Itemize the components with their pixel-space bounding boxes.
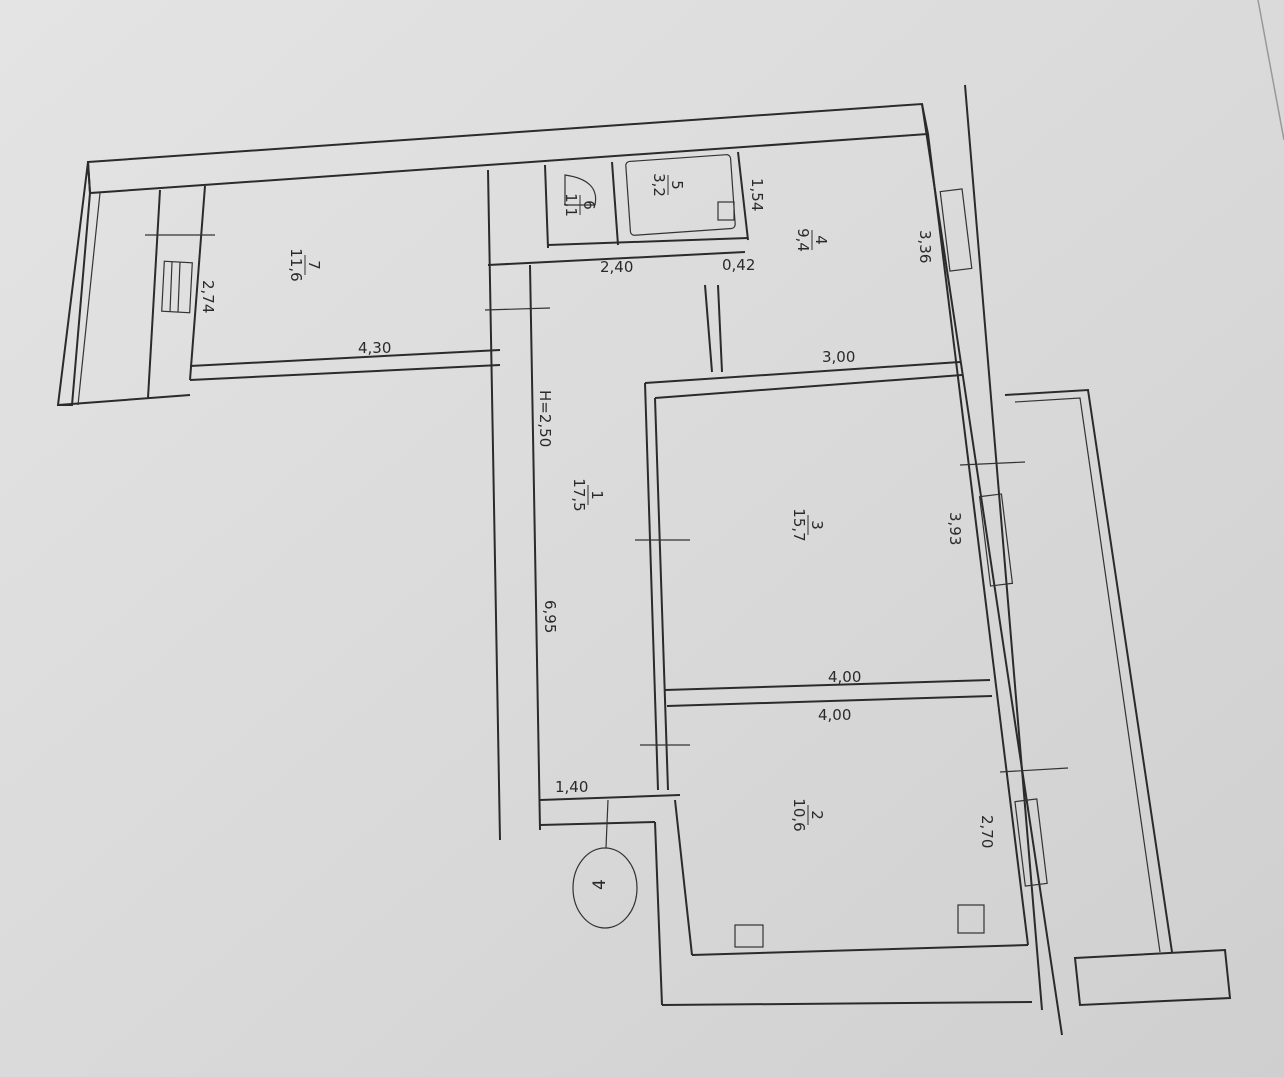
- window-right-3: [1014, 798, 1048, 887]
- dim-4-00-lower: 4,00: [818, 706, 851, 724]
- room3-bottom: [664, 679, 991, 691]
- toilet: [564, 174, 597, 206]
- window-right-1: [939, 188, 973, 272]
- dim-2-74: 2,74: [199, 280, 217, 313]
- window-left-line: [169, 261, 173, 313]
- outer-bottom: [661, 1001, 1033, 1006]
- svg-text:9,4: 9,4: [794, 228, 812, 252]
- socket-symbol: [734, 924, 764, 948]
- right-wall-mid: [964, 84, 1043, 1011]
- room3-left-wall-inner: [654, 397, 669, 791]
- kitchen-bottom-inner: [654, 374, 963, 399]
- right-outer-wall: [921, 103, 1063, 1036]
- dim-0-42: 0,42: [722, 256, 755, 274]
- dim-4-30: 4,30: [358, 339, 391, 357]
- entrance-wall-inner: [539, 821, 656, 826]
- balcony-inner: [1014, 397, 1161, 953]
- room-2-label: 2 10,6: [790, 798, 826, 831]
- bathtub: [625, 154, 736, 236]
- corridor-left-wall-inner: [529, 264, 541, 831]
- entrance-wall: [539, 794, 681, 801]
- bath-bottom: [547, 237, 749, 246]
- room7-wall-left: [147, 189, 161, 399]
- svg-text:17,5: 17,5: [570, 478, 588, 511]
- svg-text:1: 1: [588, 490, 606, 500]
- room2-left-wall: [674, 799, 693, 956]
- svg-text:1,1: 1,1: [562, 193, 580, 217]
- entrance-marker: 4: [590, 879, 610, 890]
- socket-symbol: [957, 904, 985, 934]
- dim-height: H=2,50: [536, 390, 554, 447]
- dim-6-95: 6,95: [541, 600, 559, 633]
- door-tick: [999, 767, 1069, 773]
- svg-text:4: 4: [812, 235, 830, 245]
- window-left-line2: [177, 261, 181, 313]
- svg-text:15,7: 15,7: [790, 508, 808, 541]
- door-tick: [484, 307, 551, 311]
- svg-text:11,6: 11,6: [287, 248, 305, 281]
- outer-bottom-left: [654, 821, 663, 1006]
- door-tick: [959, 461, 1026, 466]
- kitchen-divider: [704, 284, 713, 373]
- bath-right-wall: [737, 151, 749, 241]
- room-3-label: 3 15,7: [790, 508, 826, 541]
- balcony-slab: [1073, 948, 1232, 1007]
- room7-wall-left-inner: [189, 185, 206, 381]
- wc-wall: [544, 164, 549, 249]
- entrance-circle: [572, 847, 638, 929]
- dim-2-40-top: 2,40: [600, 258, 633, 276]
- room-5-label: 5 3,2: [650, 173, 686, 197]
- window-right-2: [978, 493, 1014, 587]
- room2-bottom: [691, 944, 1029, 956]
- svg-text:2: 2: [808, 810, 826, 820]
- room-6-label: 6 1,1: [562, 193, 598, 217]
- dim-1-54: 1,54: [748, 178, 766, 211]
- left-wing-wall: [56, 161, 92, 406]
- socket-symbol: [717, 201, 735, 221]
- room7-wall-bottom-inner: [189, 364, 501, 381]
- room-4-label: 4 9,4: [794, 228, 830, 252]
- room3-bottom-inner: [666, 695, 993, 707]
- right-inner-wall: [927, 133, 1029, 946]
- kitchen-divider-inner: [717, 284, 723, 373]
- dim-1-40: 1,40: [555, 778, 588, 796]
- svg-text:5: 5: [668, 180, 686, 190]
- svg-text:3,2: 3,2: [650, 173, 668, 197]
- wc-bath-divider: [611, 161, 619, 246]
- corridor-top: [487, 251, 746, 266]
- left-wing-inner-line: [77, 192, 101, 406]
- svg-text:7: 7: [305, 260, 323, 270]
- sheet-edge: [1257, 0, 1284, 141]
- dim-3-00: 3,00: [822, 348, 855, 366]
- left-wing-bottom: [57, 394, 191, 406]
- dim-3-93: 3,93: [946, 512, 964, 545]
- kitchen-bottom: [644, 361, 961, 384]
- room-7-label: 7 11,6: [287, 248, 323, 281]
- dim-3-36: 3,36: [916, 230, 934, 263]
- svg-text:6: 6: [580, 200, 598, 210]
- dim-4-00-upper: 4,00: [828, 668, 861, 686]
- room-1-label: 1 17,5: [570, 478, 606, 511]
- svg-text:10,6: 10,6: [790, 798, 808, 831]
- room3-left-wall: [644, 382, 659, 791]
- dim-2-70: 2,70: [978, 815, 996, 848]
- entrance-pointer: [605, 799, 609, 849]
- corridor-left-wall: [487, 169, 501, 841]
- svg-text:3: 3: [808, 520, 826, 530]
- window-left: [161, 260, 193, 314]
- balcony-outline: [1004, 388, 1173, 953]
- room7-wall-bottom: [189, 349, 501, 367]
